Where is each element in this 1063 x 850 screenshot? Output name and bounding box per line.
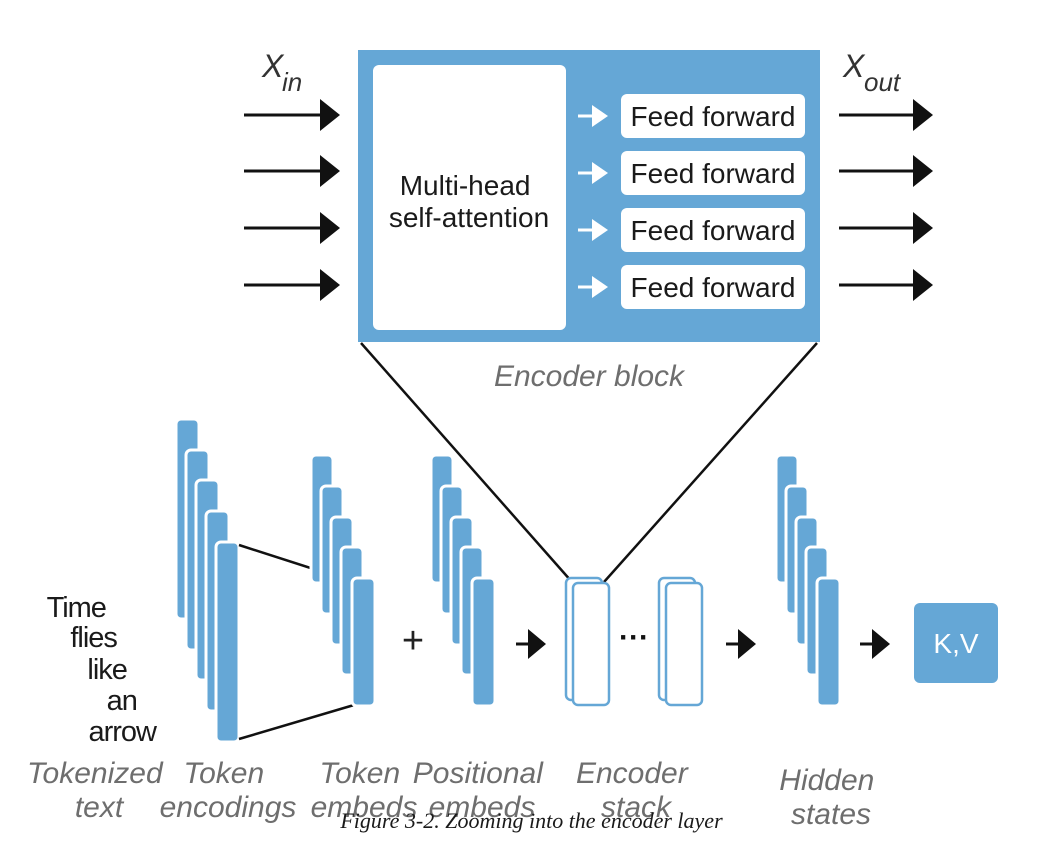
label-hidden-states-line-2: states [791, 798, 871, 831]
feed-forward-box-1: Feed forward [621, 94, 805, 138]
feed-forward-box-3: Feed forward [621, 208, 805, 252]
label-token-embeds: Token embeds [311, 757, 418, 824]
inner-arrow-1 [578, 105, 608, 127]
label-token-encodings-line-2: encodings [160, 791, 297, 824]
encoder-stack [564, 576, 704, 707]
label-tokenized-text: Tokenized text [27, 757, 171, 824]
output-arrow-2 [839, 155, 933, 187]
label-positional-embeds: Positional embeds [413, 757, 551, 824]
feed-forward-label-2: Feed forward [631, 158, 796, 189]
token-embed-bar-5 [350, 576, 377, 708]
feed-forward-label-3: Feed forward [631, 215, 796, 246]
plus-sign: + [402, 620, 424, 662]
output-arrows [839, 99, 933, 301]
zoom-line-left [360, 342, 573, 583]
input-token-2: flies [70, 622, 117, 654]
attention-label-line-2: self-attention [389, 202, 549, 233]
projection-line-bottom [238, 703, 355, 741]
x-out-sub: out [864, 67, 902, 97]
label-tokenized-text-line-2: text [75, 791, 125, 824]
input-arrow-4 [244, 269, 340, 301]
positional-embeds-stack [429, 453, 497, 708]
label-encoder-stack: Encoder stack [576, 757, 696, 824]
figure-caption: Figure 3-2. Zooming into the encoder lay… [340, 808, 723, 833]
feed-forward-label-1: Feed forward [631, 101, 796, 132]
input-arrow-1 [244, 99, 340, 131]
label-token-encodings-line-1: Token [184, 757, 265, 790]
inner-arrow-2 [578, 162, 608, 184]
output-arrow-4 [839, 269, 933, 301]
inner-arrow-4 [578, 276, 608, 298]
zoom-line-right [603, 342, 818, 583]
kv-box: K,V [914, 603, 998, 683]
x-in-base: X [261, 48, 285, 84]
input-token-4: an [107, 685, 137, 717]
input-text: Time flies like an arrow [47, 592, 158, 748]
hidden-states-stack [774, 453, 842, 708]
kv-label: K,V [933, 628, 978, 659]
label-token-encodings: Token encodings [160, 757, 297, 824]
label-token-embeds-line-1: Token [320, 757, 401, 790]
label-positional-embeds-line-1: Positional [413, 757, 544, 790]
label-tokenized-text-line-1: Tokenized [27, 757, 164, 790]
input-arrows [244, 99, 340, 301]
arrow-to-hidden-states [726, 629, 756, 659]
positional-embed-bar-5 [470, 576, 497, 708]
inner-arrow-3 [578, 219, 608, 241]
label-hidden-states: Hidden states [779, 764, 882, 831]
attention-label-line-1: Multi-head [400, 170, 531, 201]
input-arrow-2 [244, 155, 340, 187]
input-token-1: Time [47, 592, 106, 624]
x-in-label: Xin [261, 48, 302, 97]
stack-ellipsis: ··· [619, 621, 649, 654]
label-hidden-states-line-1: Hidden [779, 764, 874, 797]
x-in-sub: in [282, 67, 302, 97]
encoder-layer-n-front [664, 581, 704, 707]
token-encoding-bar-5 [214, 540, 241, 744]
label-token-embeds-line-2: embeds [311, 791, 418, 824]
label-encoder-stack-line-2: stack [601, 791, 673, 824]
input-token-3: like [87, 654, 127, 686]
arrow-to-encoder-stack [516, 629, 546, 659]
feed-forward-box-4: Feed forward [621, 265, 805, 309]
encoder-layer-1-front [571, 581, 611, 707]
output-arrow-3 [839, 212, 933, 244]
encoder-block-label: Encoder block [494, 360, 686, 393]
output-arrow-1 [839, 99, 933, 131]
inner-arrows [578, 105, 608, 298]
x-out-label: Xout [842, 48, 902, 97]
token-embeds-stack [309, 453, 377, 708]
encoder-block: Multi-head self-attention Feed forward F… [358, 50, 820, 342]
token-encodings-stack [174, 417, 241, 744]
input-token-5: arrow [88, 716, 158, 748]
hidden-state-bar-5 [815, 576, 842, 708]
x-out-base: X [842, 48, 866, 84]
label-encoder-stack-line-1: Encoder [576, 757, 689, 790]
feed-forward-box-2: Feed forward [621, 151, 805, 195]
arrow-to-kv [860, 629, 890, 659]
label-positional-embeds-line-2: embeds [429, 791, 536, 824]
feed-forward-label-4: Feed forward [631, 272, 796, 303]
self-attention-box [373, 65, 566, 330]
input-arrow-3 [244, 212, 340, 244]
attention-label: Multi-head self-attention [389, 170, 549, 233]
